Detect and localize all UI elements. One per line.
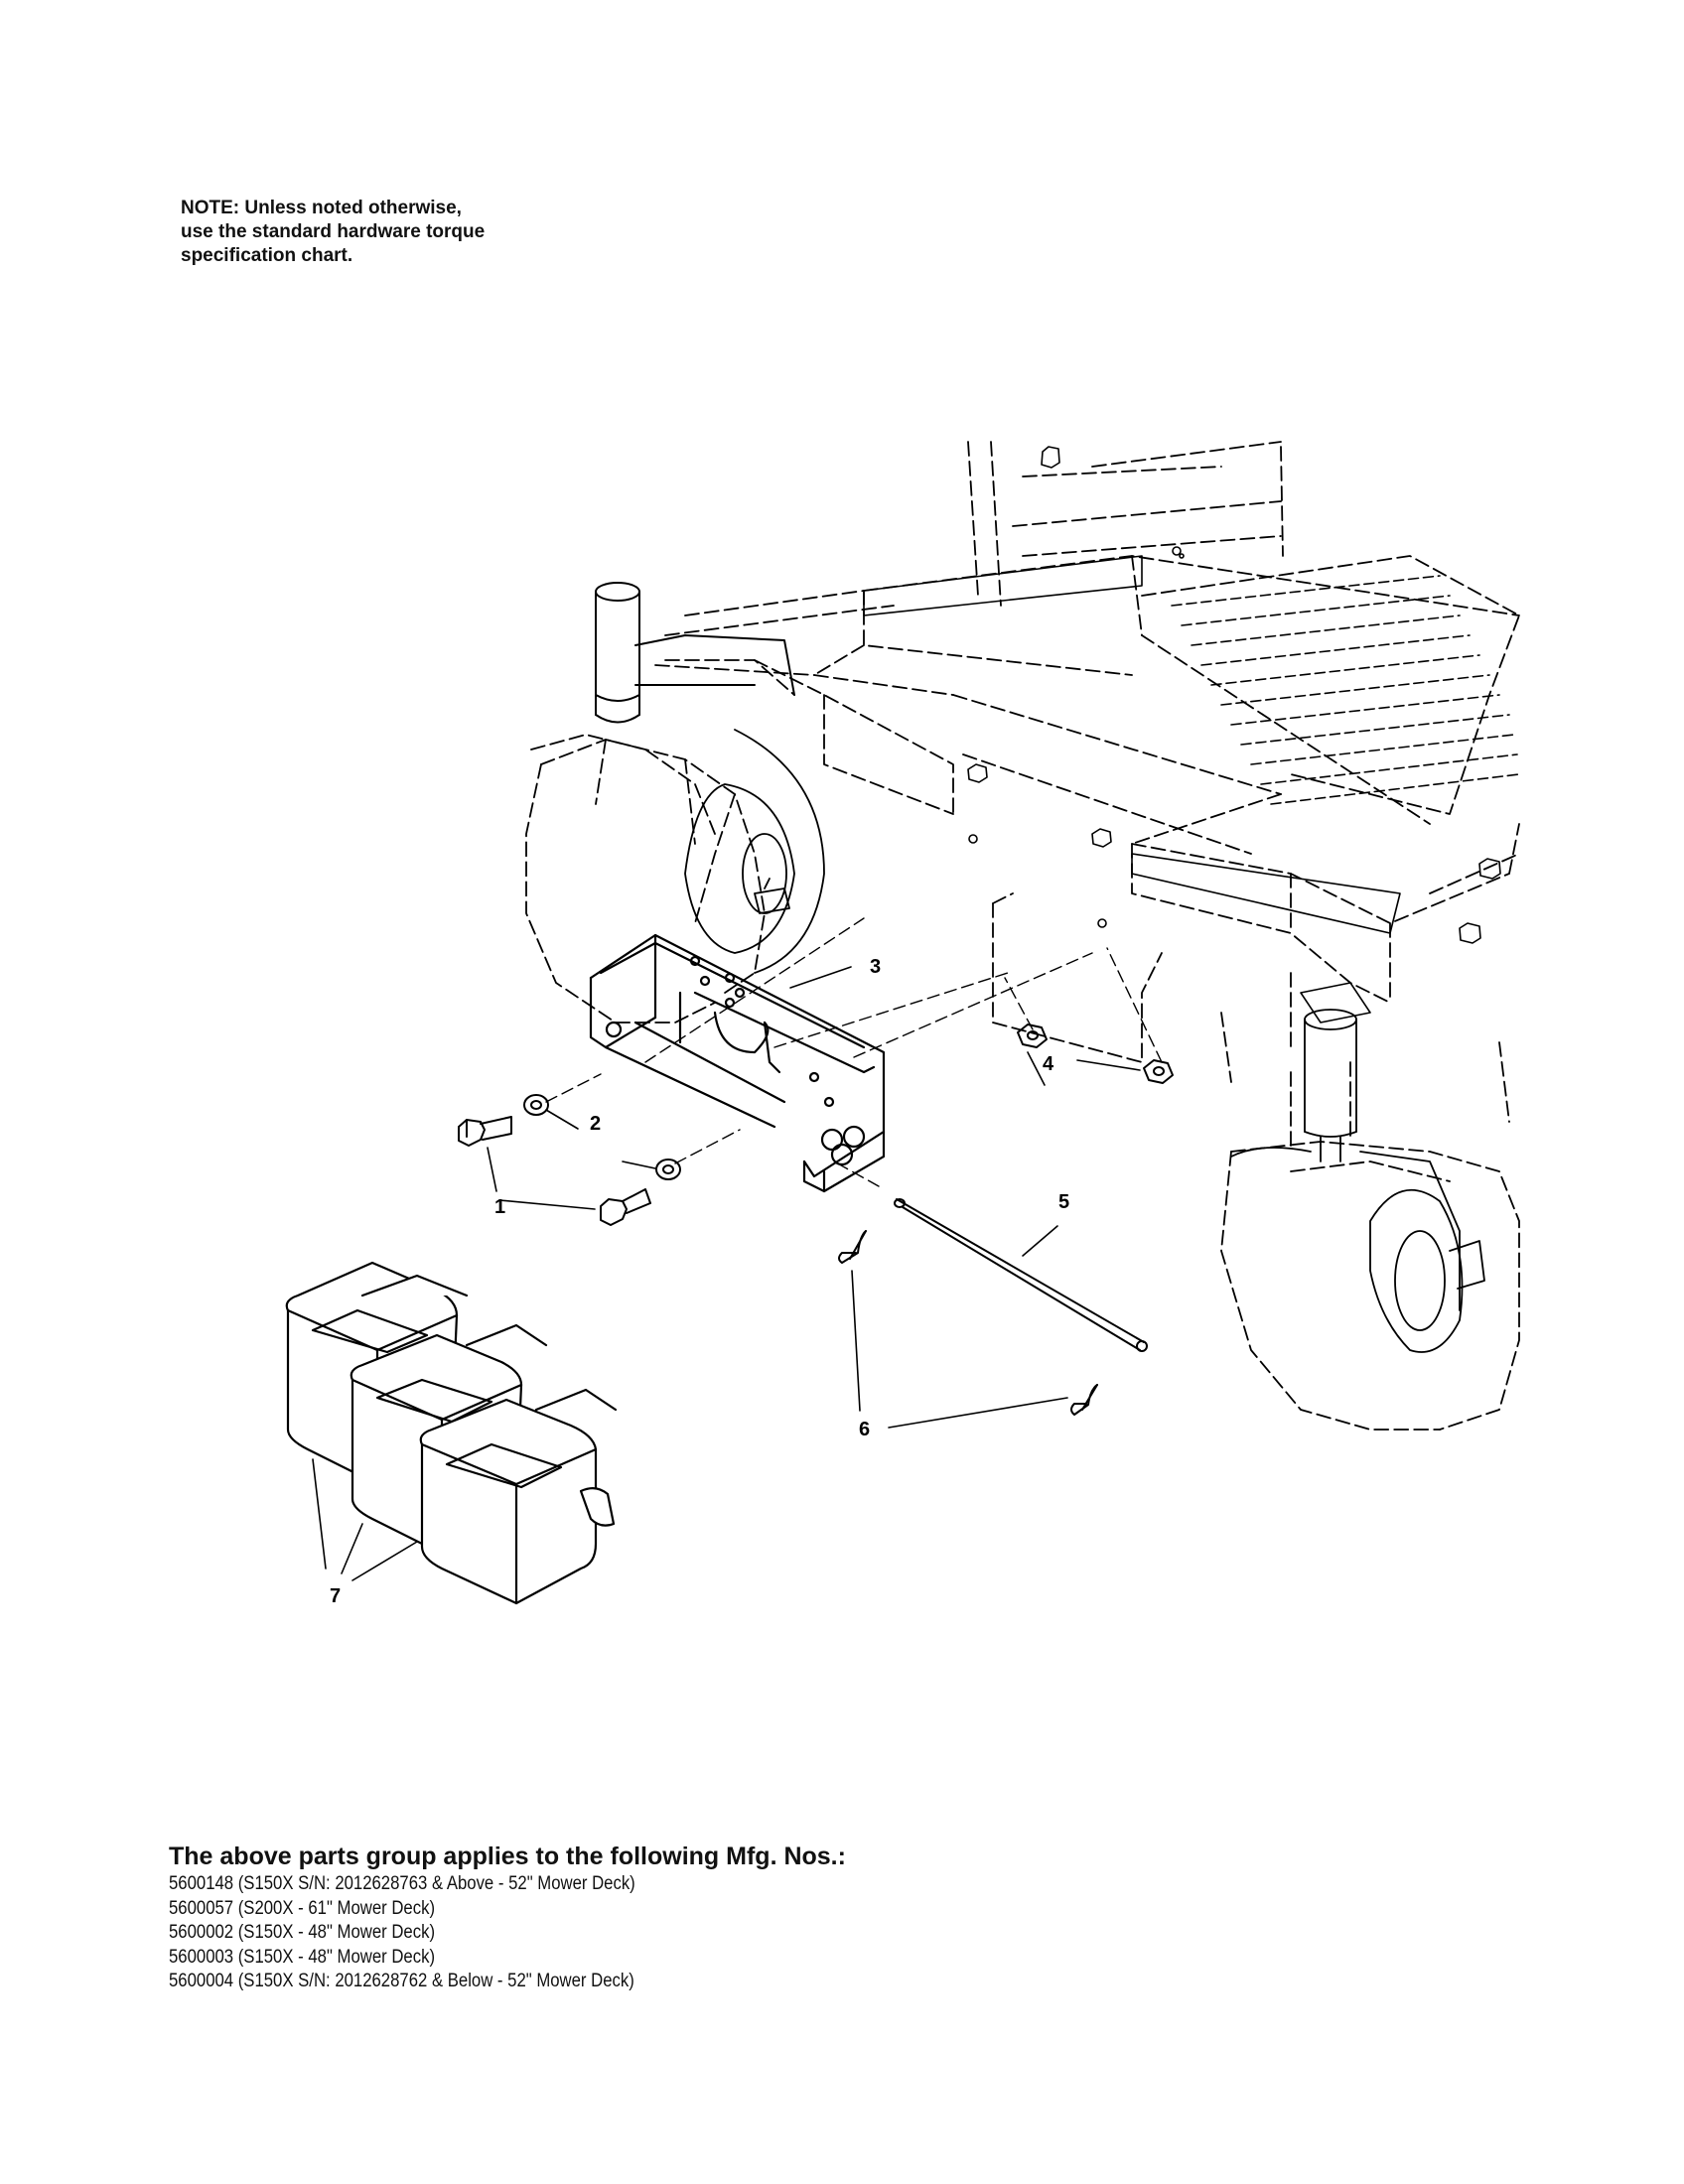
applicability-heading: The above parts group applies to the fol… (169, 1843, 846, 1870)
part-3-weight-bracket (589, 933, 886, 1193)
left-caster-post (595, 582, 795, 724)
mfg-number-row: 5600148 (S150X S/N: 2012628763 & Above -… (169, 1873, 635, 1894)
part-6-hairpin-clip-left (838, 1230, 867, 1264)
part-4-nut-upper (1017, 1024, 1048, 1048)
left-caster-wheel (684, 729, 825, 974)
part-7-weight-front (419, 1388, 618, 1605)
note-line: specification chart. (181, 245, 353, 266)
applicability-list: The above parts group applies to the fol… (169, 1841, 1062, 1994)
part-1-bolt-lower (600, 1188, 651, 1226)
leader-lines (312, 966, 1141, 1581)
footrest-tread (1171, 575, 1520, 805)
part-5-pin-rod (894, 1198, 1148, 1352)
callout-3: 3 (870, 956, 881, 978)
mfg-number-row: 5600003 (S150X - 48" Mower Deck) (169, 1946, 436, 1968)
center-lines (545, 917, 1163, 1187)
mfg-number-row: 5600002 (S150X - 48" Mower Deck) (169, 1922, 436, 1943)
frame-nuts (967, 446, 1501, 944)
part-6-hairpin-clip-right (1070, 1384, 1098, 1416)
callout-1: 1 (494, 1196, 505, 1218)
mower-frame-phantom (525, 441, 1520, 1431)
callout-6: 6 (859, 1419, 870, 1440)
note-line: NOTE: Unless noted otherwise, (181, 198, 462, 218)
part-1-bolt-upper (458, 1116, 512, 1147)
mower-frame-solid (863, 555, 1401, 1024)
mfg-number-row: 5600057 (S200X - 61" Mower Deck) (169, 1897, 436, 1919)
callout-7: 7 (330, 1585, 341, 1607)
right-caster (1230, 1009, 1485, 1353)
callout-2: 2 (590, 1113, 601, 1135)
part-4-nut-lower (1143, 1059, 1174, 1084)
torque-note: NOTE: Unless noted otherwise, use the st… (181, 197, 578, 268)
part-2-washer-lower (655, 1159, 681, 1180)
callout-4: 4 (1043, 1053, 1054, 1075)
callout-5: 5 (1058, 1191, 1069, 1213)
part-2-washer-upper (523, 1094, 549, 1116)
mfg-number-row: 5600004 (S150X S/N: 2012628762 & Below -… (169, 1971, 634, 1991)
note-line: use the standard hardware torque (181, 221, 486, 242)
